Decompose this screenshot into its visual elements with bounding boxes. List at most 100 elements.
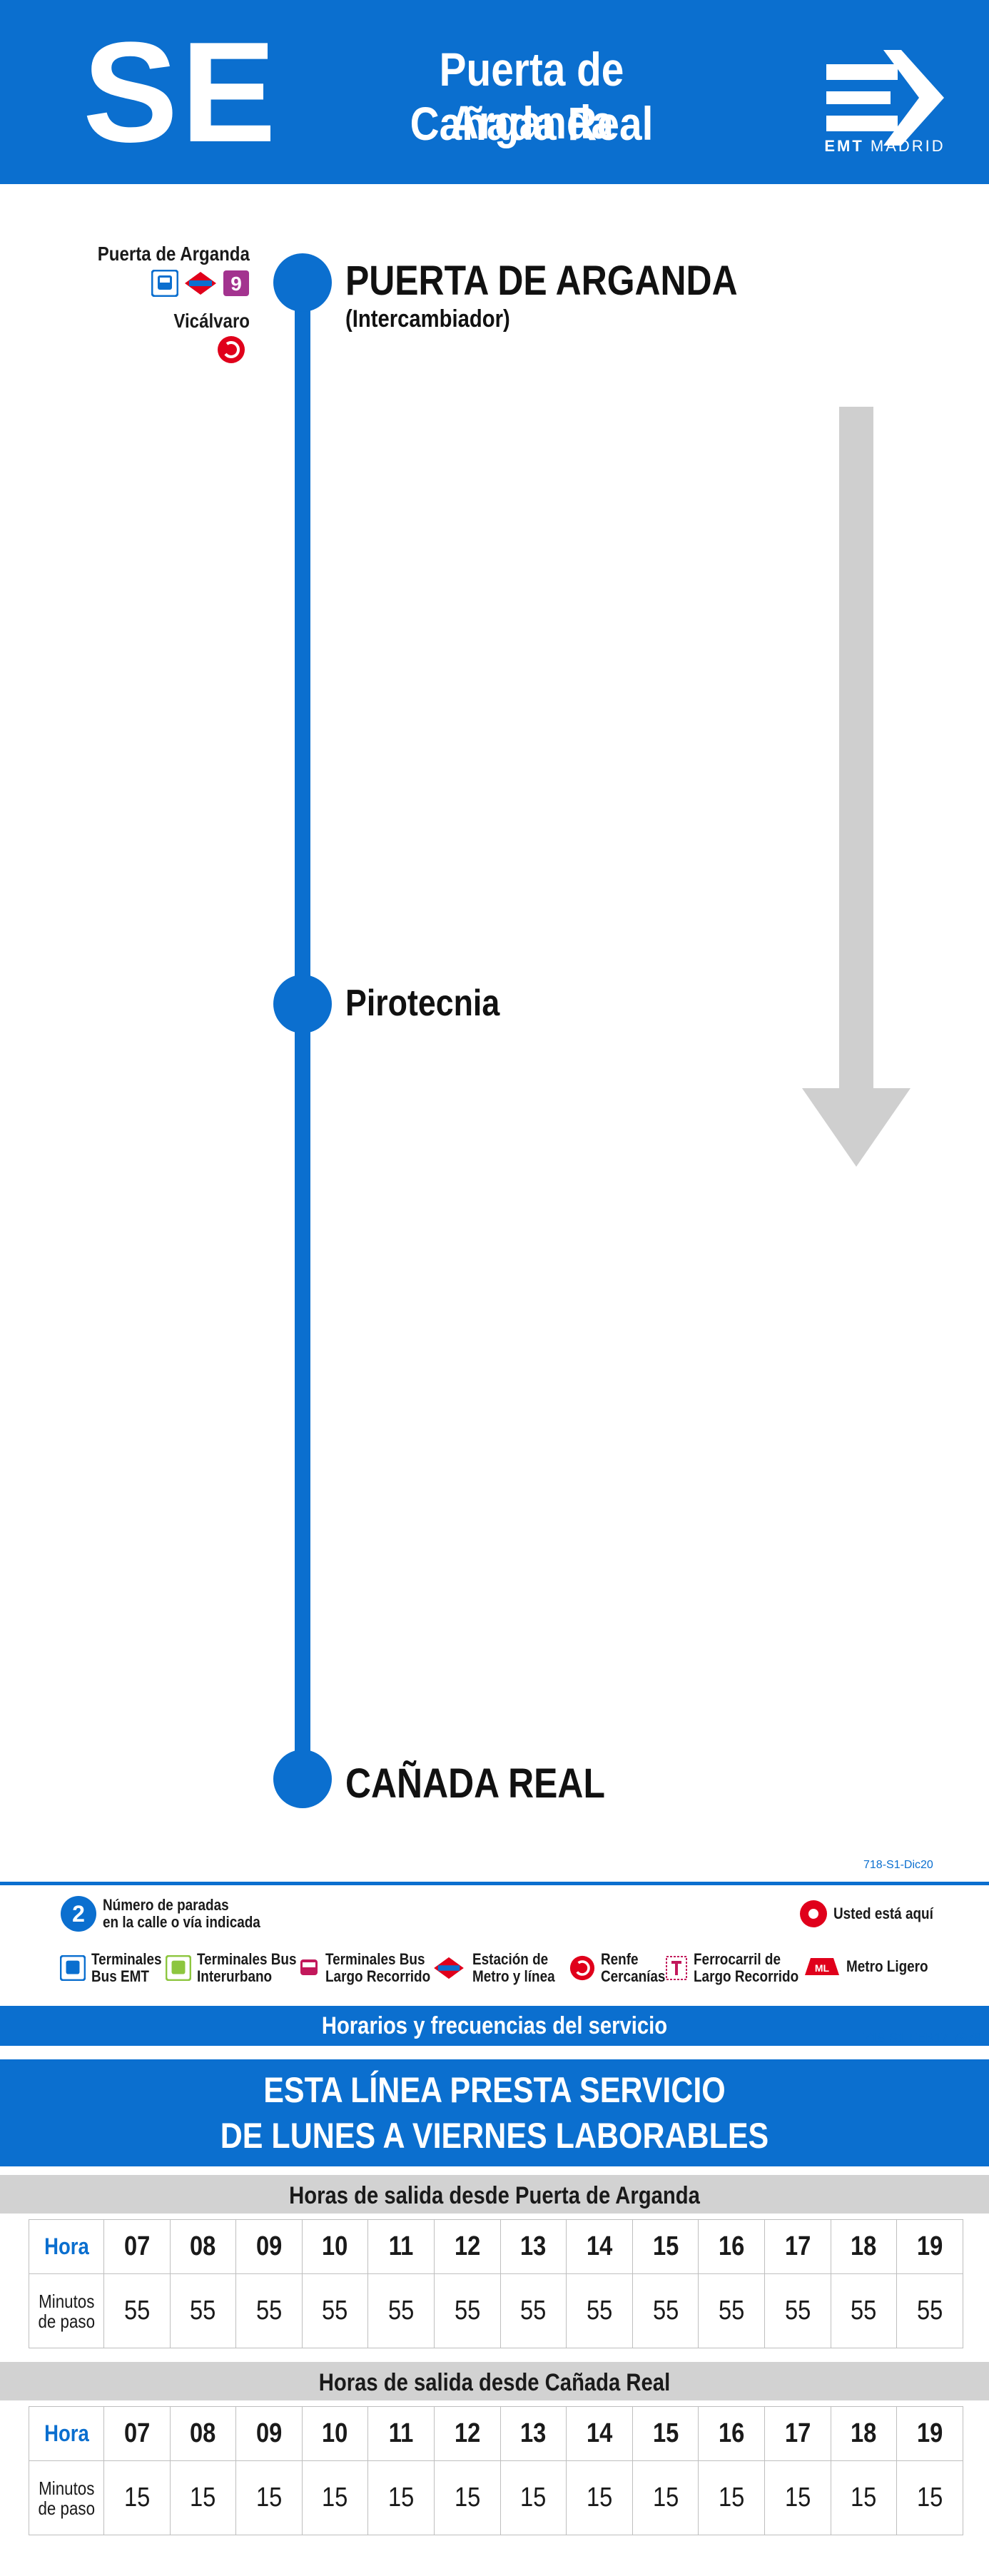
minute-cell: 15: [301, 2460, 369, 2535]
hour-cell: 18: [830, 2406, 898, 2461]
hour-cell: 14: [566, 2219, 633, 2274]
hour-cell: 11: [367, 2406, 435, 2461]
stop-name-3[interactable]: CAÑADA REAL: [345, 1760, 605, 1807]
connection-station-2: Vicálvaro: [173, 310, 250, 332]
timetable-header-label: Horarios y frecuencias del servicio: [321, 2012, 668, 2039]
schedule-1-hours-row: Hora 07 08 09 10 11 12 13 14 15 16 17 18…: [29, 2219, 963, 2274]
timetable-code: 718-S1-FEB17-7978: [863, 2031, 982, 2045]
hour-cell: 10: [301, 2219, 369, 2274]
stops-count-icon: 2: [61, 1896, 96, 1932]
schedule-2-title-band: Horas de salida desde Cañada Real: [0, 2362, 989, 2400]
legend-label-long-distance-bus: Terminales Bus Largo Recorrido: [325, 1950, 431, 1985]
schedule-1-title-band: Horas de salida desde Puerta de Arganda: [0, 2175, 989, 2214]
route-header: SE Puerta de Arganda Cañada Real EMT MAD…: [0, 0, 989, 184]
stop-marker-3[interactable]: [273, 1750, 332, 1808]
stop-marker-2[interactable]: [273, 975, 332, 1033]
legend-code: 718-S1-Dic20: [863, 1859, 933, 1871]
minute-cell: 15: [169, 2460, 237, 2535]
legend-item-light-rail: ML Metro Ligero: [803, 1957, 941, 1977]
hour-cell: 11: [367, 2219, 435, 2274]
minute-cell: 15: [764, 2460, 831, 2535]
stop-subtitle-1: (Intercambiador): [345, 305, 510, 333]
stops-count-label: Número de paradas en la calle o vía indi…: [103, 1896, 260, 1931]
renfe-legend-icon: [569, 1955, 595, 1981]
stop-name-2[interactable]: Pirotecnia: [345, 983, 500, 1024]
hour-cell: 18: [830, 2219, 898, 2274]
timetable-header: Horarios y frecuencias del servicio: [0, 2006, 989, 2046]
legend-label-interurban-bus: Terminales Bus Interurbano: [197, 1950, 297, 1985]
connections-block: Puerta de Arganda 9 Vicálvaro: [71, 235, 250, 371]
minute-cell: 55: [499, 2273, 567, 2348]
legend-item-metro-station: Estación de Metro y línea: [431, 1951, 568, 1985]
hour-cell: 07: [103, 2219, 171, 2274]
minute-cell: 15: [434, 2460, 501, 2535]
emt-bus-legend-icon: [60, 1955, 86, 1981]
hour-cell: 16: [698, 2219, 766, 2274]
renfe-cercanias-icon: [218, 336, 245, 363]
minute-cell: 55: [169, 2273, 237, 2348]
hour-cell: 19: [896, 2406, 963, 2461]
legend-label-metro-station: Estación de Metro y línea: [472, 1950, 555, 1985]
minute-cell: 15: [830, 2460, 898, 2535]
hour-cell: 08: [169, 2219, 237, 2274]
minute-cell: 55: [301, 2273, 369, 2348]
hour-cell: 09: [235, 2406, 303, 2461]
hour-cell: 16: [698, 2406, 766, 2461]
direction-arrow-icon: [802, 407, 911, 1167]
light-rail-icon: ML: [805, 1958, 839, 1975]
hour-cell: 07: [103, 2406, 171, 2461]
metro-station-icon: [185, 272, 216, 295]
hour-cell: 10: [301, 2406, 369, 2461]
long-distance-rail-icon: [666, 1956, 687, 1980]
schedule-1-table: Hora 07 08 09 10 11 12 13 14 15 16 17 18…: [29, 2219, 963, 2348]
service-line-2: DE LUNES A VIERNES LABORABLES: [220, 2116, 769, 2156]
minute-cell: 15: [103, 2460, 171, 2535]
minute-cell: 15: [698, 2460, 766, 2535]
minute-cell: 55: [632, 2273, 699, 2348]
stop-marker-1[interactable]: [273, 253, 332, 312]
you-are-here-icon: [800, 1900, 827, 1927]
line-code: SE: [83, 13, 279, 172]
connection-station-1: Puerta de Arganda: [97, 243, 250, 265]
operator-city: MADRID: [870, 137, 945, 155]
hour-cell: 08: [169, 2406, 237, 2461]
hour-cell: 14: [566, 2406, 633, 2461]
minute-cell: 15: [367, 2460, 435, 2535]
emt-bus-terminal-icon: [151, 270, 178, 297]
legend-item-emt-bus: Terminales Bus EMT: [60, 1951, 173, 1985]
legend-item-long-distance-bus: Terminales Bus Largo Recorrido: [298, 1951, 447, 1985]
operator-brand: EMT: [824, 137, 864, 155]
service-days-banner: ESTA LÍNEA PRESTA SERVICIO DE LUNES A VI…: [0, 2059, 989, 2166]
minute-cell: 15: [896, 2460, 963, 2535]
long-distance-bus-icon: [300, 1959, 318, 1975]
minute-cell: 15: [566, 2460, 633, 2535]
svg-text:ML: ML: [815, 1962, 830, 1974]
schedule-2-table: Hora 07 08 09 10 11 12 13 14 15 16 17 18…: [29, 2406, 963, 2535]
minute-cell: 55: [103, 2273, 171, 2348]
hour-cell: 13: [499, 2219, 567, 2274]
legend-label-renfe: Renfe Cercanías: [601, 1950, 666, 1985]
legend-item-renfe: Renfe Cercanías: [569, 1951, 676, 1985]
minute-cell: 15: [235, 2460, 303, 2535]
hour-cell: 15: [632, 2219, 699, 2274]
emt-madrid-label: EMT MADRID: [806, 137, 963, 156]
legend-you-are-here: Usted está aquí: [799, 1900, 950, 1928]
minute-cell: 55: [698, 2273, 766, 2348]
service-line-1: ESTA LÍNEA PRESTA SERVICIO: [263, 2070, 726, 2110]
legend-label-light-rail: Metro Ligero: [846, 1957, 928, 1975]
hour-cell: 12: [434, 2406, 501, 2461]
destination-b: Cañada Real: [410, 97, 654, 150]
minute-cell: 55: [235, 2273, 303, 2348]
stop-name-1[interactable]: PUERTA DE ARGANDA: [345, 258, 738, 304]
interurban-bus-icon: [166, 1955, 191, 1981]
hour-label: Hora: [29, 2406, 104, 2461]
schedule-2-hours-row: Hora 07 08 09 10 11 12 13 14 15 16 17 18…: [29, 2406, 963, 2461]
hour-cell: 17: [764, 2406, 831, 2461]
hour-cell: 17: [764, 2219, 831, 2274]
hour-cell: 15: [632, 2406, 699, 2461]
minute-cell: 55: [896, 2273, 963, 2348]
connection-icons: 9: [151, 270, 250, 297]
